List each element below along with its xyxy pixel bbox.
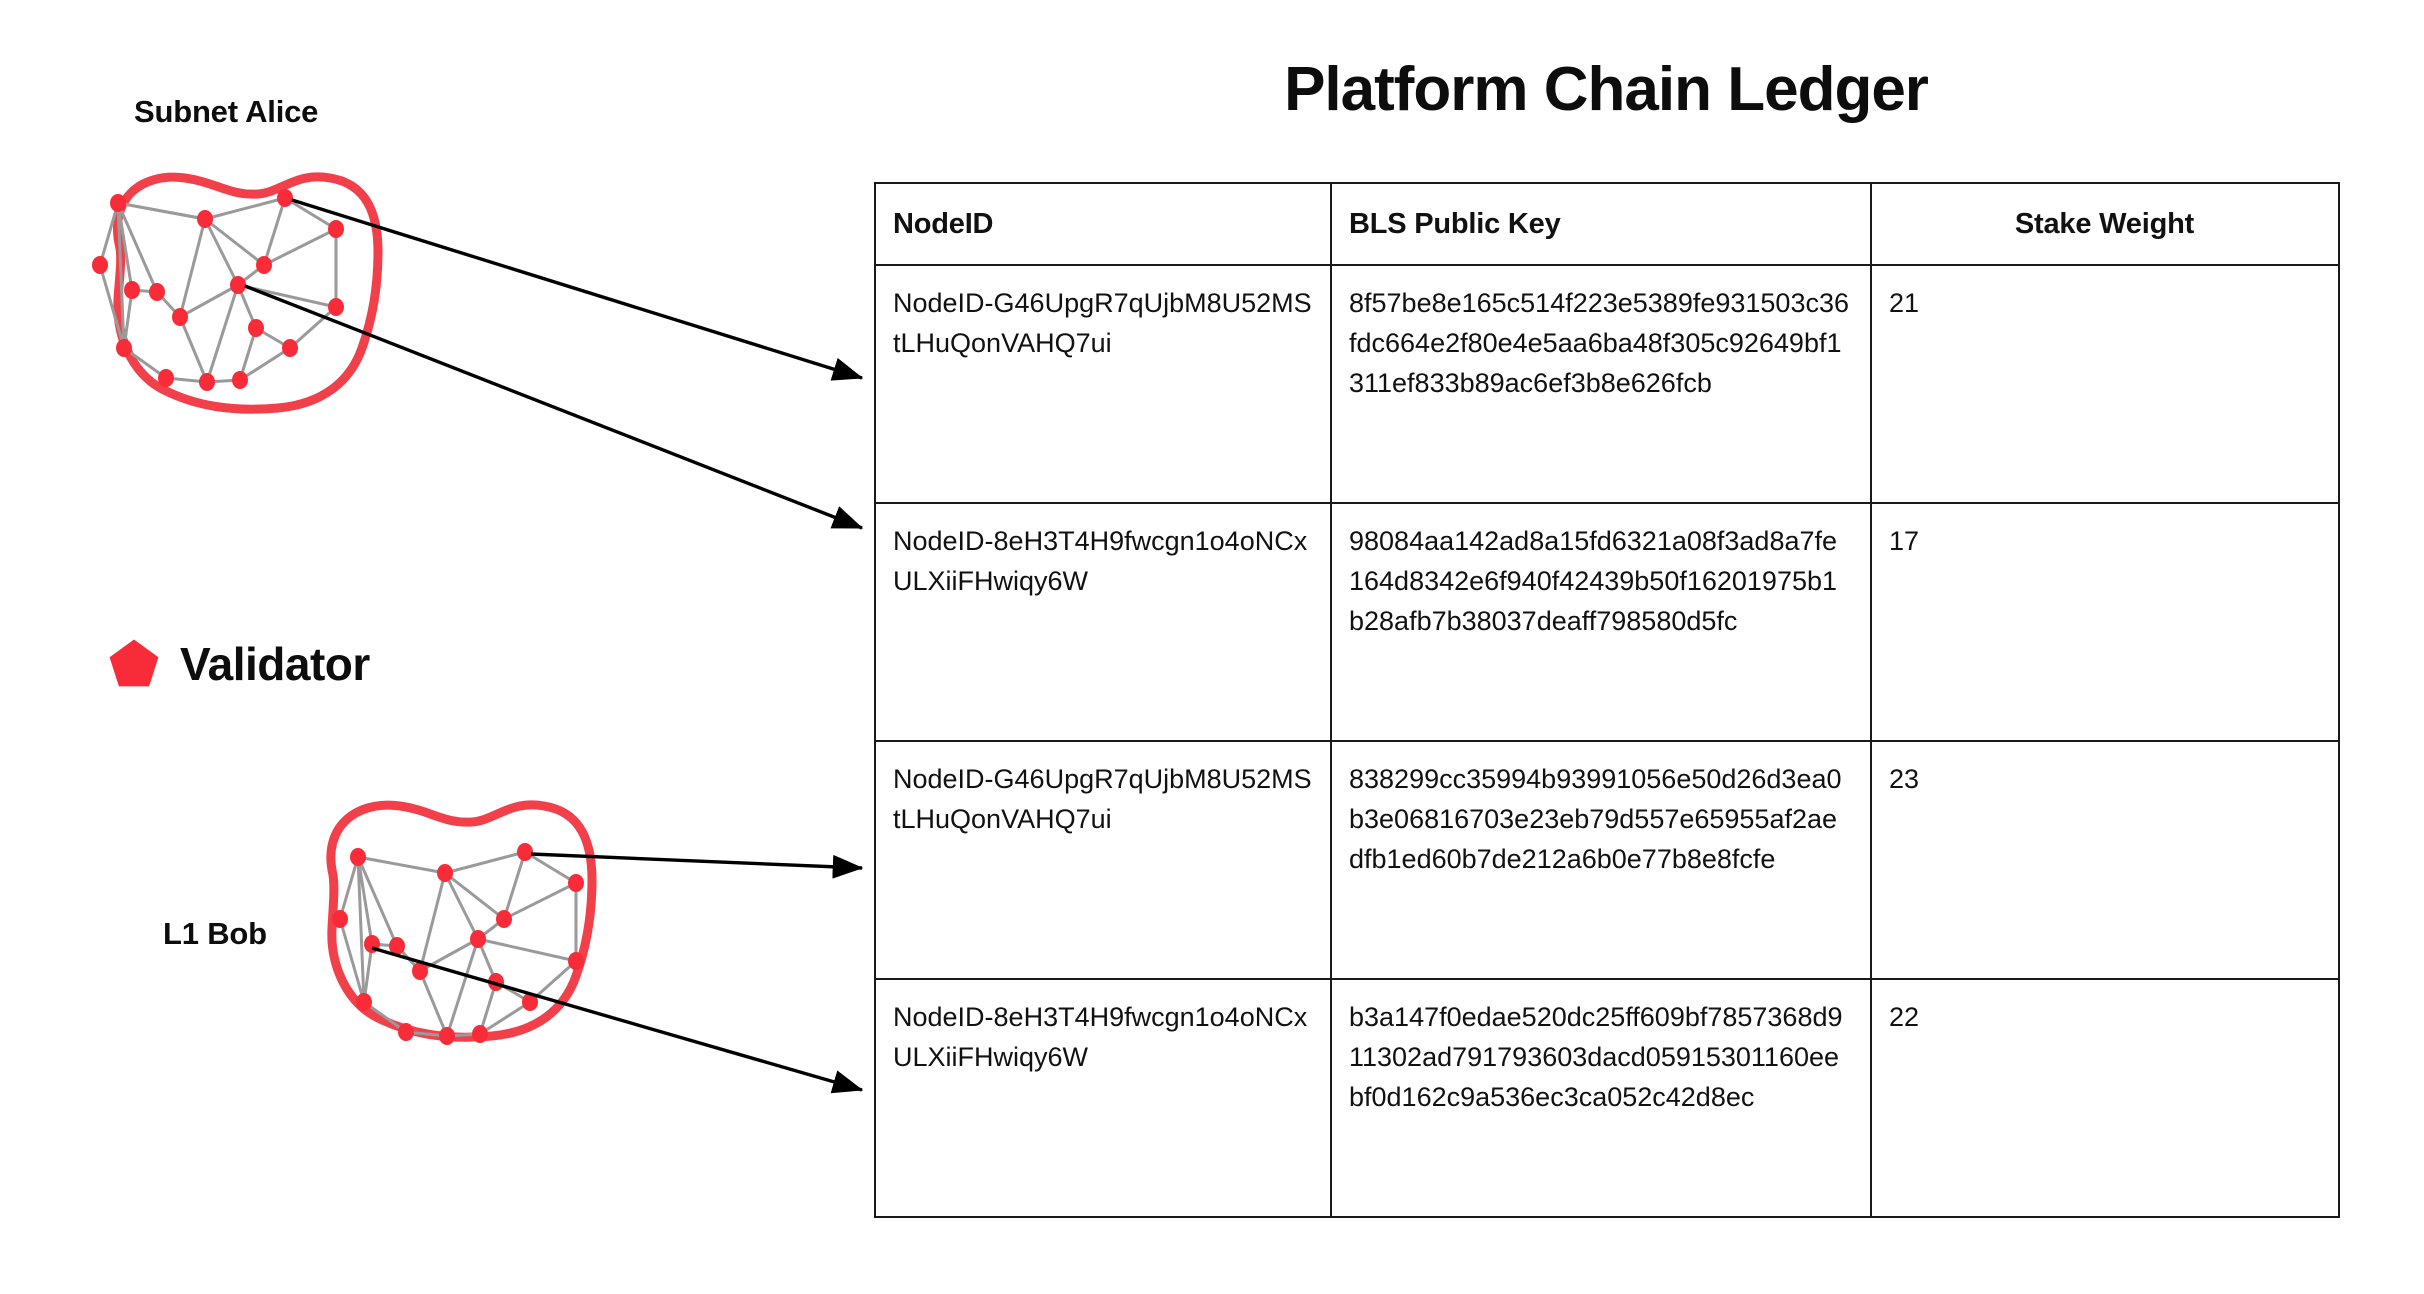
cell-bls-public-key: 98084aa142ad8a15fd6321a08f3ad8a7fe164d83… [1330, 502, 1872, 742]
subnet-alice-validator-nodes [92, 189, 344, 391]
table-row: NodeID-G46UpgR7qUjbM8U52MStLHuQonVAHQ7ui… [874, 740, 2340, 980]
cell-nodeid: NodeID-8eH3T4H9fwcgn1o4oNCxULXiiFHwiqy6W [874, 502, 1332, 742]
page-title: Platform Chain Ledger [1284, 55, 1929, 124]
cell-bls-public-key: 838299cc35994b93991056e50d26d3ea0b3e0681… [1330, 740, 1872, 980]
cell-nodeid: NodeID-8eH3T4H9fwcgn1o4oNCxULXiiFHwiqy6W [874, 978, 1332, 1218]
table-header-row: NodeID BLS Public Key Stake Weight [874, 182, 2340, 266]
cell-stake-weight: 17 [1870, 502, 2340, 742]
arrow-alice-row2 [244, 284, 864, 530]
legend: Validator [108, 638, 370, 690]
table-row: NodeID-8eH3T4H9fwcgn1o4oNCxULXiiFHwiqy6W… [874, 502, 2340, 742]
network-diagram [92, 172, 864, 1094]
cell-stake-weight: 21 [1870, 264, 2340, 504]
subnet-alice-label: Subnet Alice [134, 94, 319, 129]
l1-bob-outline [326, 800, 597, 1042]
l1-bob-edges [338, 850, 578, 1038]
cell-nodeid: NodeID-G46UpgR7qUjbM8U52MStLHuQonVAHQ7ui [874, 740, 1332, 980]
l1-bob-label: L1 Bob [163, 916, 267, 951]
l1-bob-group [326, 800, 597, 1045]
cell-bls-public-key: 8f57be8e165c514f223e5389fe931503c36fdc66… [1330, 264, 1872, 504]
pentagon-icon [109, 639, 159, 687]
subnet-alice-outline [113, 172, 383, 414]
column-header-bls-public-key: BLS Public Key [1330, 182, 1872, 266]
table-row: NodeID-8eH3T4H9fwcgn1o4oNCxULXiiFHwiqy6W… [874, 978, 2340, 1218]
arrow-alice-row1 [291, 198, 864, 381]
cell-stake-weight: 23 [1870, 740, 2340, 980]
cell-bls-public-key: b3a147f0edae520dc25ff609bf7857368d911302… [1330, 978, 1872, 1218]
subnet-alice-group [92, 172, 383, 414]
column-header-nodeid: NodeID [874, 182, 1332, 266]
platform-chain-ledger-table: NodeID BLS Public Key Stake Weight NodeI… [874, 182, 2340, 1218]
table-row: NodeID-G46UpgR7qUjbM8U52MStLHuQonVAHQ7ui… [874, 264, 2340, 504]
arrow-bob-row3 [530, 852, 864, 879]
arrow-bob-row4 [371, 946, 864, 1094]
column-header-stake-weight: Stake Weight [1870, 182, 2340, 266]
mapping-arrows [244, 198, 864, 1094]
legend-label: Validator [180, 638, 370, 690]
cell-stake-weight: 22 [1870, 978, 2340, 1218]
cell-nodeid: NodeID-G46UpgR7qUjbM8U52MStLHuQonVAHQ7ui [874, 264, 1332, 504]
